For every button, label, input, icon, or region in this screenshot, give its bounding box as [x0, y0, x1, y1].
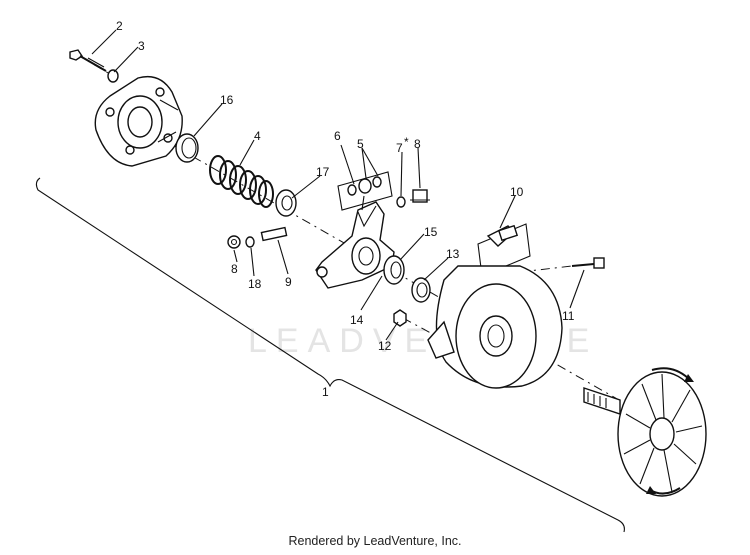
housing-cover [94, 75, 183, 167]
bolt-part-11 [571, 257, 605, 269]
callout-3: 3 [138, 39, 145, 53]
roller-parts-5-6 [337, 171, 393, 211]
ring-part-16 [175, 133, 199, 163]
callout-7-asterisk: * [404, 135, 409, 149]
fixed-sheave-fan [583, 367, 707, 497]
assembly-bracket [35, 177, 625, 533]
callout-13: 13 [446, 247, 460, 261]
callout-4: 4 [254, 129, 261, 143]
callout-10: 10 [510, 185, 524, 199]
washer-part-18 [245, 236, 255, 248]
callout-17: 17 [316, 165, 330, 179]
callout-9: 9 [285, 275, 292, 289]
callout-12: 12 [378, 339, 392, 353]
callout-2: 2 [116, 19, 123, 33]
callout-16: 16 [220, 93, 234, 107]
callout-8-right: 8 [414, 137, 421, 151]
pin-part-9 [260, 226, 288, 242]
callout-7: 7 [396, 141, 403, 155]
callout-6: 6 [334, 129, 341, 143]
callout-1: 1 [322, 385, 329, 399]
movable-sheave [427, 265, 563, 389]
callout-8-left: 8 [231, 262, 238, 276]
bolt-part-2 [69, 49, 107, 72]
nut-part-12 [393, 309, 407, 327]
callout-15: 15 [424, 225, 438, 239]
washer-part-17 [275, 189, 297, 217]
ring-part-13 [411, 277, 431, 303]
washer-part-3 [107, 69, 119, 83]
callout-18: 18 [248, 277, 262, 291]
bearing-part-15 [383, 255, 405, 285]
spring-part-4 [209, 155, 274, 208]
callout-labels: 1 2 3 4 5 6 7 * 8 8 9 10 11 12 13 14 15 … [116, 19, 575, 399]
washer-part-7 [396, 196, 406, 208]
spider-arm-bracket [315, 201, 395, 289]
callout-11: 11 [562, 309, 575, 323]
callout-14: 14 [350, 313, 364, 327]
cap-part-8-left [227, 235, 241, 249]
callout-5: 5 [357, 137, 364, 151]
bolt-part-8-right [410, 189, 430, 203]
leader-lines [91, 29, 585, 341]
footer-credit: Rendered by LeadVenture, Inc. [288, 534, 462, 548]
